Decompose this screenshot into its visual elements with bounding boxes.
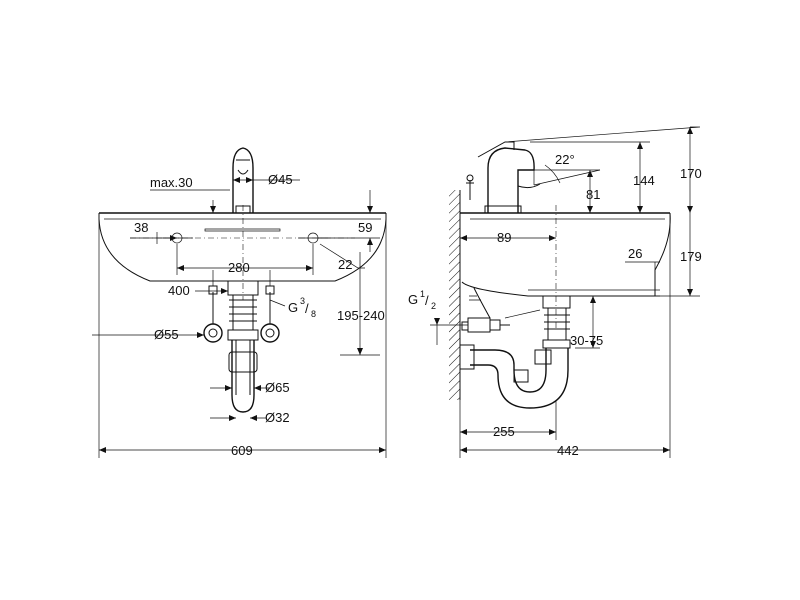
dim-38: 38 — [134, 220, 148, 235]
front-faucet — [204, 147, 281, 232]
thread-den: 8 — [311, 309, 316, 319]
dim-195-240: 195-240 — [337, 308, 385, 323]
side-wall — [449, 190, 461, 400]
dim-255: 255 — [493, 424, 515, 439]
dim-dia65: Ø65 — [265, 380, 290, 395]
front-valves — [203, 270, 280, 343]
side-dimensions — [430, 126, 701, 458]
dim-max30: max.30 — [150, 175, 193, 190]
dim-30-75: 30-75 — [570, 333, 603, 348]
dim-170: 170 — [680, 166, 702, 181]
thread-slash: / — [305, 301, 309, 316]
dim-400: 400 — [168, 283, 190, 298]
dim-442: 442 — [557, 443, 579, 458]
thread-g-label: G — [288, 300, 298, 315]
dim-280: 280 — [228, 260, 250, 275]
side-valve — [461, 287, 541, 333]
dim-179: 179 — [680, 249, 702, 264]
dim-thread-g12: G 1 / 2 — [408, 289, 436, 311]
side-basin — [460, 205, 671, 330]
side-view: 22° 144 170 81 89 179 26 G 1 / 2 30-75 2… — [408, 126, 702, 458]
dim-59: 59 — [358, 220, 372, 235]
dim-dia45: Ø45 — [268, 172, 293, 187]
front-dimensions — [92, 177, 387, 458]
dim-22: 22 — [338, 257, 352, 272]
dim-144: 144 — [633, 173, 655, 188]
dim-dia55: Ø55 — [154, 327, 179, 342]
thread-den: 2 — [431, 301, 436, 311]
side-drain — [459, 295, 571, 409]
dim-89: 89 — [497, 230, 511, 245]
dim-angle-22: 22° — [555, 152, 575, 167]
thread-slash: / — [425, 293, 429, 308]
dim-81: 81 — [586, 187, 600, 202]
thread-num: 3 — [300, 296, 305, 306]
thread-num: 1 — [420, 289, 425, 299]
dim-dia32: Ø32 — [265, 410, 290, 425]
front-view: max.30 Ø45 38 59 280 22 400 G 3 / 8 195-… — [92, 147, 387, 458]
dim-thread-g38: G 3 / 8 — [288, 296, 316, 319]
thread-g-label: G — [408, 292, 418, 307]
dim-609: 609 — [231, 443, 253, 458]
side-faucet — [466, 141, 541, 214]
dim-26: 26 — [628, 246, 642, 261]
front-drain — [227, 280, 259, 413]
